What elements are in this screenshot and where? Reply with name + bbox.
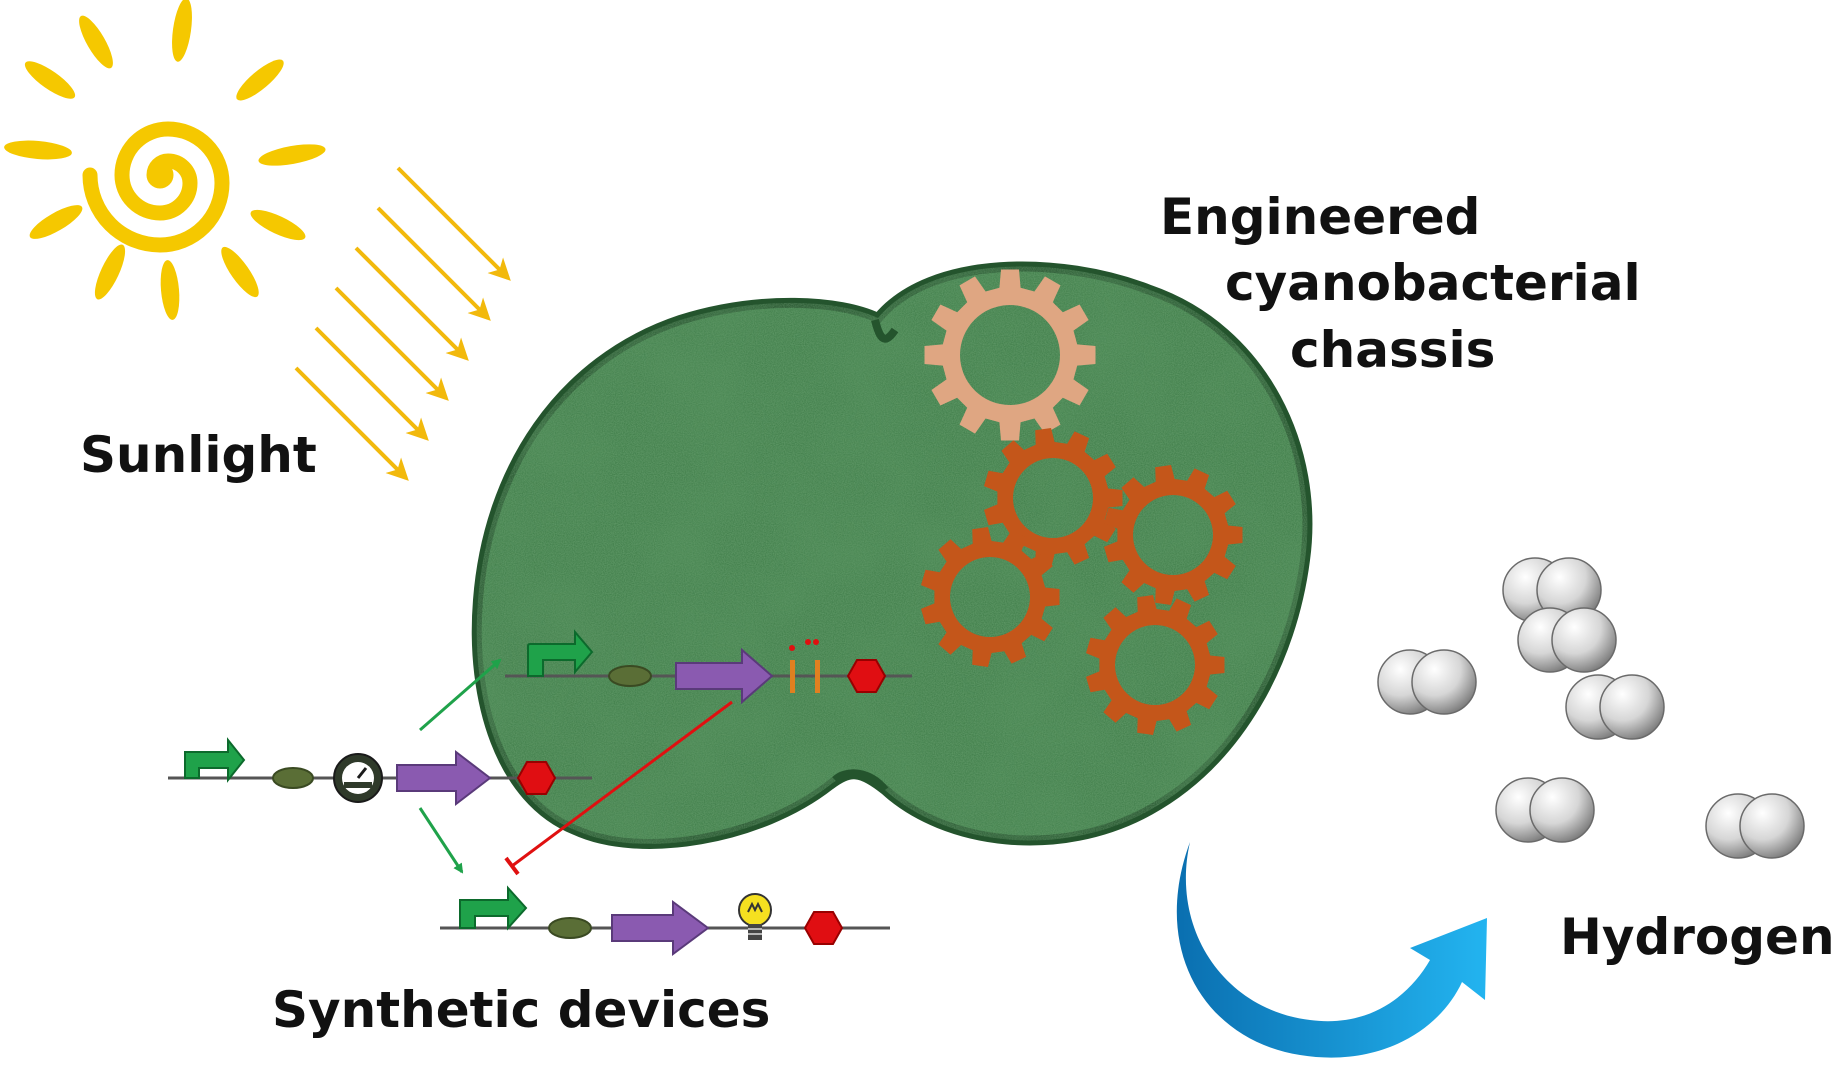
rbs-icon bbox=[548, 917, 592, 939]
cds-arrow-icon bbox=[675, 647, 774, 705]
rbs-icon bbox=[272, 767, 314, 789]
gear-icon bbox=[984, 428, 1123, 568]
ray-arrow bbox=[314, 326, 429, 441]
repression-arrow bbox=[511, 700, 733, 868]
hydrogen-label: Hydrogen bbox=[1560, 908, 1835, 966]
hydrogen-molecule-icon bbox=[1705, 793, 1805, 859]
terminator-icon bbox=[516, 761, 557, 795]
cyanobacterial-cell bbox=[471, 261, 1313, 849]
ray-arrow bbox=[396, 166, 511, 281]
hydrogen-molecule-icon bbox=[1565, 674, 1665, 740]
hydrogen-molecule-icon bbox=[1517, 607, 1617, 673]
gear-icon bbox=[924, 269, 1096, 441]
chassis-label-line2: cyanobacterial bbox=[1225, 254, 1641, 312]
terminator-icon bbox=[803, 911, 844, 945]
chassis-label-line1: Engineered bbox=[1160, 188, 1481, 246]
gear-icon bbox=[921, 527, 1060, 667]
repression-bar bbox=[504, 856, 520, 876]
ray-arrow bbox=[376, 206, 491, 321]
hydrogen-molecule-icon bbox=[1502, 557, 1602, 623]
ray-arrow bbox=[334, 286, 449, 401]
activation-arrow bbox=[418, 807, 464, 874]
gear-icon bbox=[1086, 595, 1225, 735]
terminator-icon bbox=[846, 659, 887, 693]
hydrogen-molecules bbox=[1377, 557, 1805, 859]
sunlight-label: Sunlight bbox=[80, 426, 317, 484]
sunlight-rays bbox=[294, 166, 511, 481]
hydrogen-molecule-icon bbox=[1495, 777, 1595, 843]
chassis-label-line3: chassis bbox=[1290, 321, 1496, 379]
activation-arrow bbox=[419, 658, 502, 732]
rbs-icon bbox=[608, 665, 652, 687]
gear-icon bbox=[1104, 465, 1243, 605]
lightbulb-reporter-icon bbox=[738, 893, 772, 940]
sun-icon bbox=[4, 0, 326, 320]
sensor-gauge-icon bbox=[333, 753, 383, 803]
ray-arrow bbox=[354, 246, 469, 361]
promoter-icon bbox=[459, 885, 528, 931]
synthetic-devices-circuit bbox=[168, 629, 912, 956]
operator-sites-icon bbox=[789, 639, 820, 693]
promoter-icon bbox=[527, 629, 594, 677]
cds-arrow-icon bbox=[611, 900, 710, 956]
ray-arrow bbox=[294, 366, 409, 481]
gears-group bbox=[921, 269, 1243, 735]
cds-arrow-icon bbox=[396, 749, 492, 807]
curved-arrow-icon bbox=[1176, 842, 1487, 1058]
hydrogen-molecule-icon bbox=[1377, 649, 1477, 715]
promoter-icon bbox=[184, 737, 246, 783]
synthetic-devices-label: Synthetic devices bbox=[272, 981, 771, 1039]
